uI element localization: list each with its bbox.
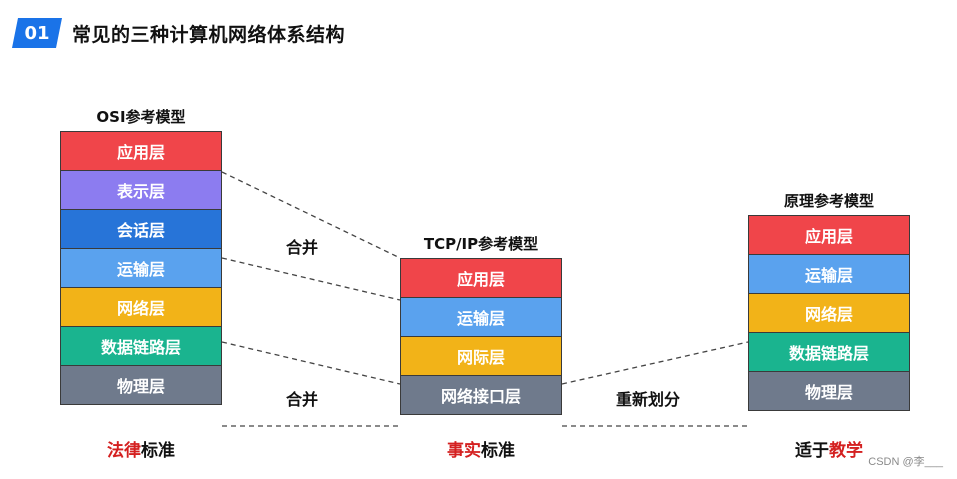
merge-label-bottom: 合并 xyxy=(286,390,319,409)
osi-session-layer: 会话层 xyxy=(60,209,222,249)
principle-transport-layer: 运输层 xyxy=(748,254,910,294)
osi-datalink-layer: 数据链路层 xyxy=(60,326,222,366)
osi-presentation-layer: 表示层 xyxy=(60,170,222,210)
osi-app-to-tcp-app-line xyxy=(221,171,401,259)
page-title: 常见的三种计算机网络体系结构 xyxy=(72,24,346,46)
principle-footer-prefix: 适于 xyxy=(795,441,829,461)
principle-layer-stack: 应用层 运输层 网络层 数据链路层 物理层 xyxy=(748,215,910,411)
tcpip-model-title: TCP/IP参考模型 xyxy=(423,235,539,253)
tcpip-application-layer: 应用层 xyxy=(400,258,562,298)
section-number-badge: 01 xyxy=(12,18,62,48)
principle-network-layer: 网络层 xyxy=(748,293,910,333)
principle-application-layer: 应用层 xyxy=(748,215,910,255)
osi-network-to-tcp-link-line xyxy=(221,341,401,385)
redivide-label: 重新划分 xyxy=(616,390,681,409)
tcpip-footer-highlight: 事实 xyxy=(447,441,481,461)
osi-footer-highlight: 法律 xyxy=(107,441,141,461)
principle-footer-highlight: 教学 xyxy=(829,441,863,461)
tcpip-footer: 事实标准 xyxy=(400,436,562,461)
osi-footer: 法律标准 xyxy=(60,436,222,461)
osi-model-title: OSI参考模型 xyxy=(96,108,186,126)
tcpip-footer-rest: 标准 xyxy=(481,441,515,461)
tcpip-layer-stack: 应用层 运输层 网际层 网络接口层 xyxy=(400,258,562,415)
osi-footer-rest: 标准 xyxy=(141,441,175,461)
tcp-link-to-principle-datalink-line xyxy=(561,341,749,385)
principle-model-title: 原理参考模型 xyxy=(783,192,874,210)
osi-transport-layer: 运输层 xyxy=(60,248,222,288)
tcpip-network-interface-layer: 网络接口层 xyxy=(400,375,562,415)
csdn-watermark: CSDN @李___ xyxy=(868,456,943,468)
merge-label-top: 合并 xyxy=(286,238,319,257)
osi-application-layer: 应用层 xyxy=(60,131,222,171)
tcpip-transport-layer: 运输层 xyxy=(400,297,562,337)
osi-physical-layer: 物理层 xyxy=(60,365,222,405)
tcpip-internet-layer: 网际层 xyxy=(400,336,562,376)
osi-layer-stack: 应用层 表示层 会话层 运输层 网络层 数据链路层 物理层 xyxy=(60,131,222,405)
principle-physical-layer: 物理层 xyxy=(748,371,910,411)
osi-network-layer: 网络层 xyxy=(60,287,222,327)
principle-datalink-layer: 数据链路层 xyxy=(748,332,910,372)
osi-session-to-tcp-transport-line xyxy=(221,257,401,301)
principle-footer: 适于教学 xyxy=(748,436,910,461)
